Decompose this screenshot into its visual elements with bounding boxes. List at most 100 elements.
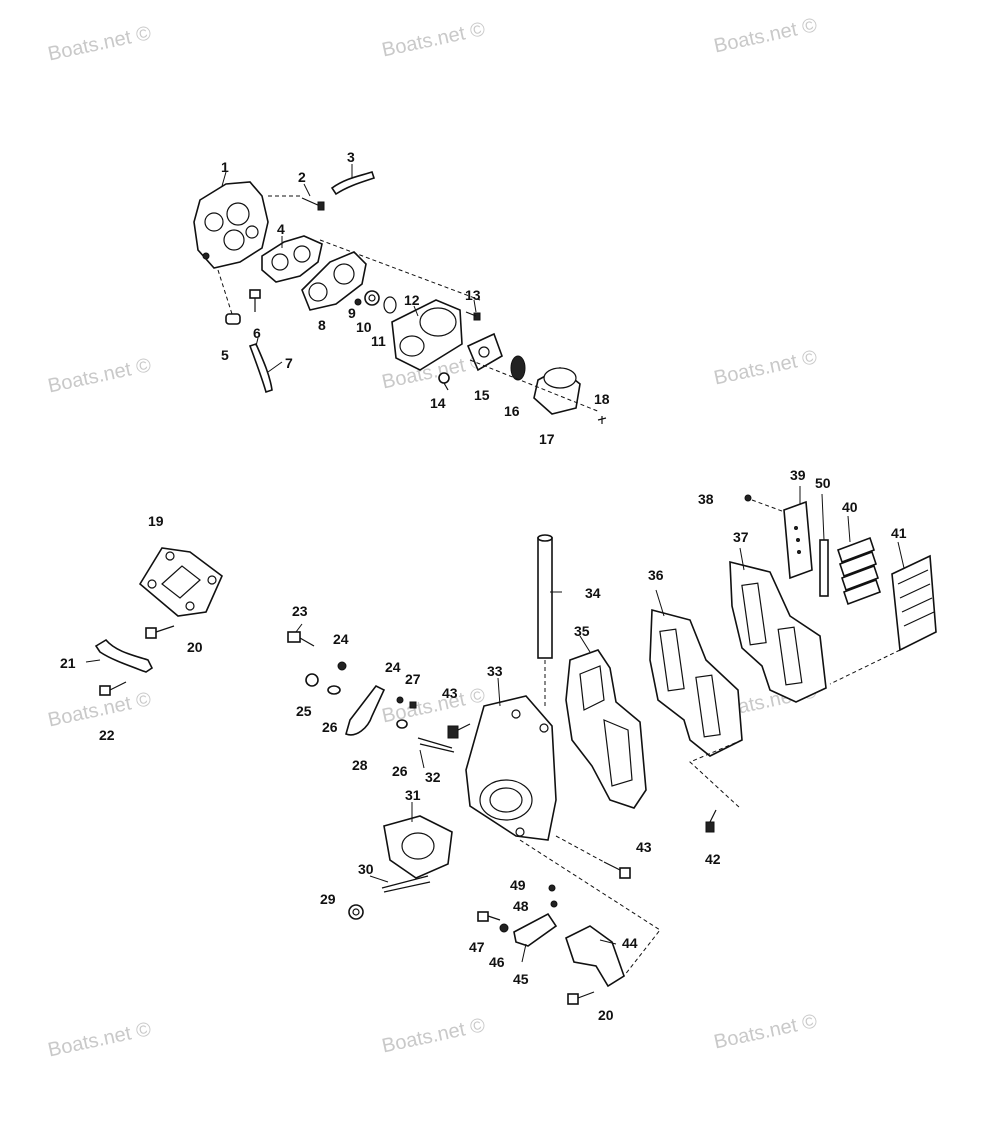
part-25-nut xyxy=(305,673,319,687)
callout-50: 50 xyxy=(815,475,831,491)
callout-24b: 24 xyxy=(385,659,401,675)
part-10-seal xyxy=(364,290,380,306)
callout-36: 36 xyxy=(648,567,664,583)
callout-18: 18 xyxy=(594,391,610,407)
callout-34: 34 xyxy=(585,585,601,601)
callout-26: 26 xyxy=(322,719,338,735)
callout-25: 25 xyxy=(296,703,312,719)
part-44-bracket xyxy=(565,925,625,988)
part-48-washer xyxy=(550,900,558,908)
callout-3: 3 xyxy=(347,149,355,165)
callout-43: 43 xyxy=(442,685,458,701)
part-43-bolt-b xyxy=(603,861,631,879)
part-20-bolt-b xyxy=(567,991,595,1005)
callout-49: 49 xyxy=(510,877,526,893)
callout-38: 38 xyxy=(698,491,714,507)
part-47-bolt xyxy=(477,911,501,922)
part-49-screw xyxy=(548,884,556,892)
part-40-reeds xyxy=(836,536,882,606)
part-1-cover-plate xyxy=(193,181,269,269)
part-43-bolt xyxy=(447,723,471,739)
part-39-stop-plate xyxy=(783,500,813,580)
part-4-gasket xyxy=(261,235,323,283)
part-29-nut xyxy=(348,904,364,920)
callout-23: 23 xyxy=(292,603,308,619)
callout-16: 16 xyxy=(504,403,520,419)
part-38-screw xyxy=(744,494,791,515)
part-30-stud xyxy=(381,875,431,893)
part-35-gasket xyxy=(565,649,647,809)
part-46-nut xyxy=(499,923,509,933)
callout-26b: 26 xyxy=(392,763,408,779)
part-37-plate xyxy=(729,560,827,703)
callout-44: 44 xyxy=(622,935,638,951)
callout-10: 10 xyxy=(356,319,372,335)
part-12-pump-housing xyxy=(391,299,463,371)
callout-13: 13 xyxy=(465,287,481,303)
part-24-nut xyxy=(337,661,347,671)
callout-27: 27 xyxy=(405,671,421,687)
callout-24: 24 xyxy=(333,631,349,647)
part-14-screw xyxy=(438,372,450,391)
callout-2: 2 xyxy=(298,169,306,185)
part-3-hose xyxy=(330,170,376,196)
part-11-o-ring xyxy=(383,296,397,314)
part-26-washer-b xyxy=(396,719,408,729)
callout-8: 8 xyxy=(318,317,326,333)
part-36-gasket xyxy=(649,608,743,757)
part-26-washer xyxy=(327,685,341,695)
part-22-bolt xyxy=(99,681,127,696)
part-2-screw xyxy=(301,197,325,211)
callout-37: 37 xyxy=(733,529,749,545)
part-34-rod xyxy=(537,534,553,706)
part-24-nut-b xyxy=(396,696,404,704)
part-32-shaft xyxy=(417,737,455,753)
part-20-bolt xyxy=(145,625,175,639)
part-28-arm xyxy=(345,684,386,736)
part-45-clamp xyxy=(513,912,558,947)
callout-7: 7 xyxy=(285,355,293,371)
part-50-strip xyxy=(819,539,829,597)
callout-17: 17 xyxy=(539,431,555,447)
part-33-intake-manifold xyxy=(465,695,557,841)
callout-20b: 20 xyxy=(598,1007,614,1023)
callout-41: 41 xyxy=(891,525,907,541)
callout-22: 22 xyxy=(99,727,115,743)
callout-1: 1 xyxy=(221,159,229,175)
callout-33: 33 xyxy=(487,663,503,679)
part-15-plate xyxy=(466,332,503,372)
callout-32: 32 xyxy=(425,769,441,785)
callout-48: 48 xyxy=(513,898,529,914)
callout-11: 11 xyxy=(371,333,386,349)
callout-35: 35 xyxy=(574,623,590,639)
callout-31: 31 xyxy=(405,787,421,803)
part-31-gasket xyxy=(383,815,453,879)
part-9-ball xyxy=(354,298,362,306)
callout-9: 9 xyxy=(348,305,356,321)
part-19-adapter-plate xyxy=(138,547,223,617)
part-18-pin xyxy=(597,416,607,424)
callout-39: 39 xyxy=(790,467,806,483)
part-27-screw xyxy=(409,701,417,709)
part-13-screw xyxy=(465,311,481,321)
part-42-screw xyxy=(705,809,717,833)
callout-46: 46 xyxy=(489,954,505,970)
callout-30: 30 xyxy=(358,861,374,877)
callout-42: 42 xyxy=(705,851,721,867)
part-8-gasket xyxy=(301,251,367,311)
callout-29: 29 xyxy=(320,891,336,907)
callout-47: 47 xyxy=(469,939,485,955)
callout-19: 19 xyxy=(148,513,164,529)
callout-4: 4 xyxy=(277,221,285,237)
callout-15: 15 xyxy=(474,387,490,403)
callout-14: 14 xyxy=(430,395,446,411)
part-6-fitting xyxy=(249,289,261,312)
callout-40: 40 xyxy=(842,499,858,515)
part-16-ring xyxy=(510,355,526,381)
callout-20: 20 xyxy=(187,639,203,655)
callout-12: 12 xyxy=(404,292,420,308)
callout-28: 28 xyxy=(352,757,368,773)
callout-5: 5 xyxy=(221,347,229,363)
part-17-cylinder xyxy=(533,367,581,415)
